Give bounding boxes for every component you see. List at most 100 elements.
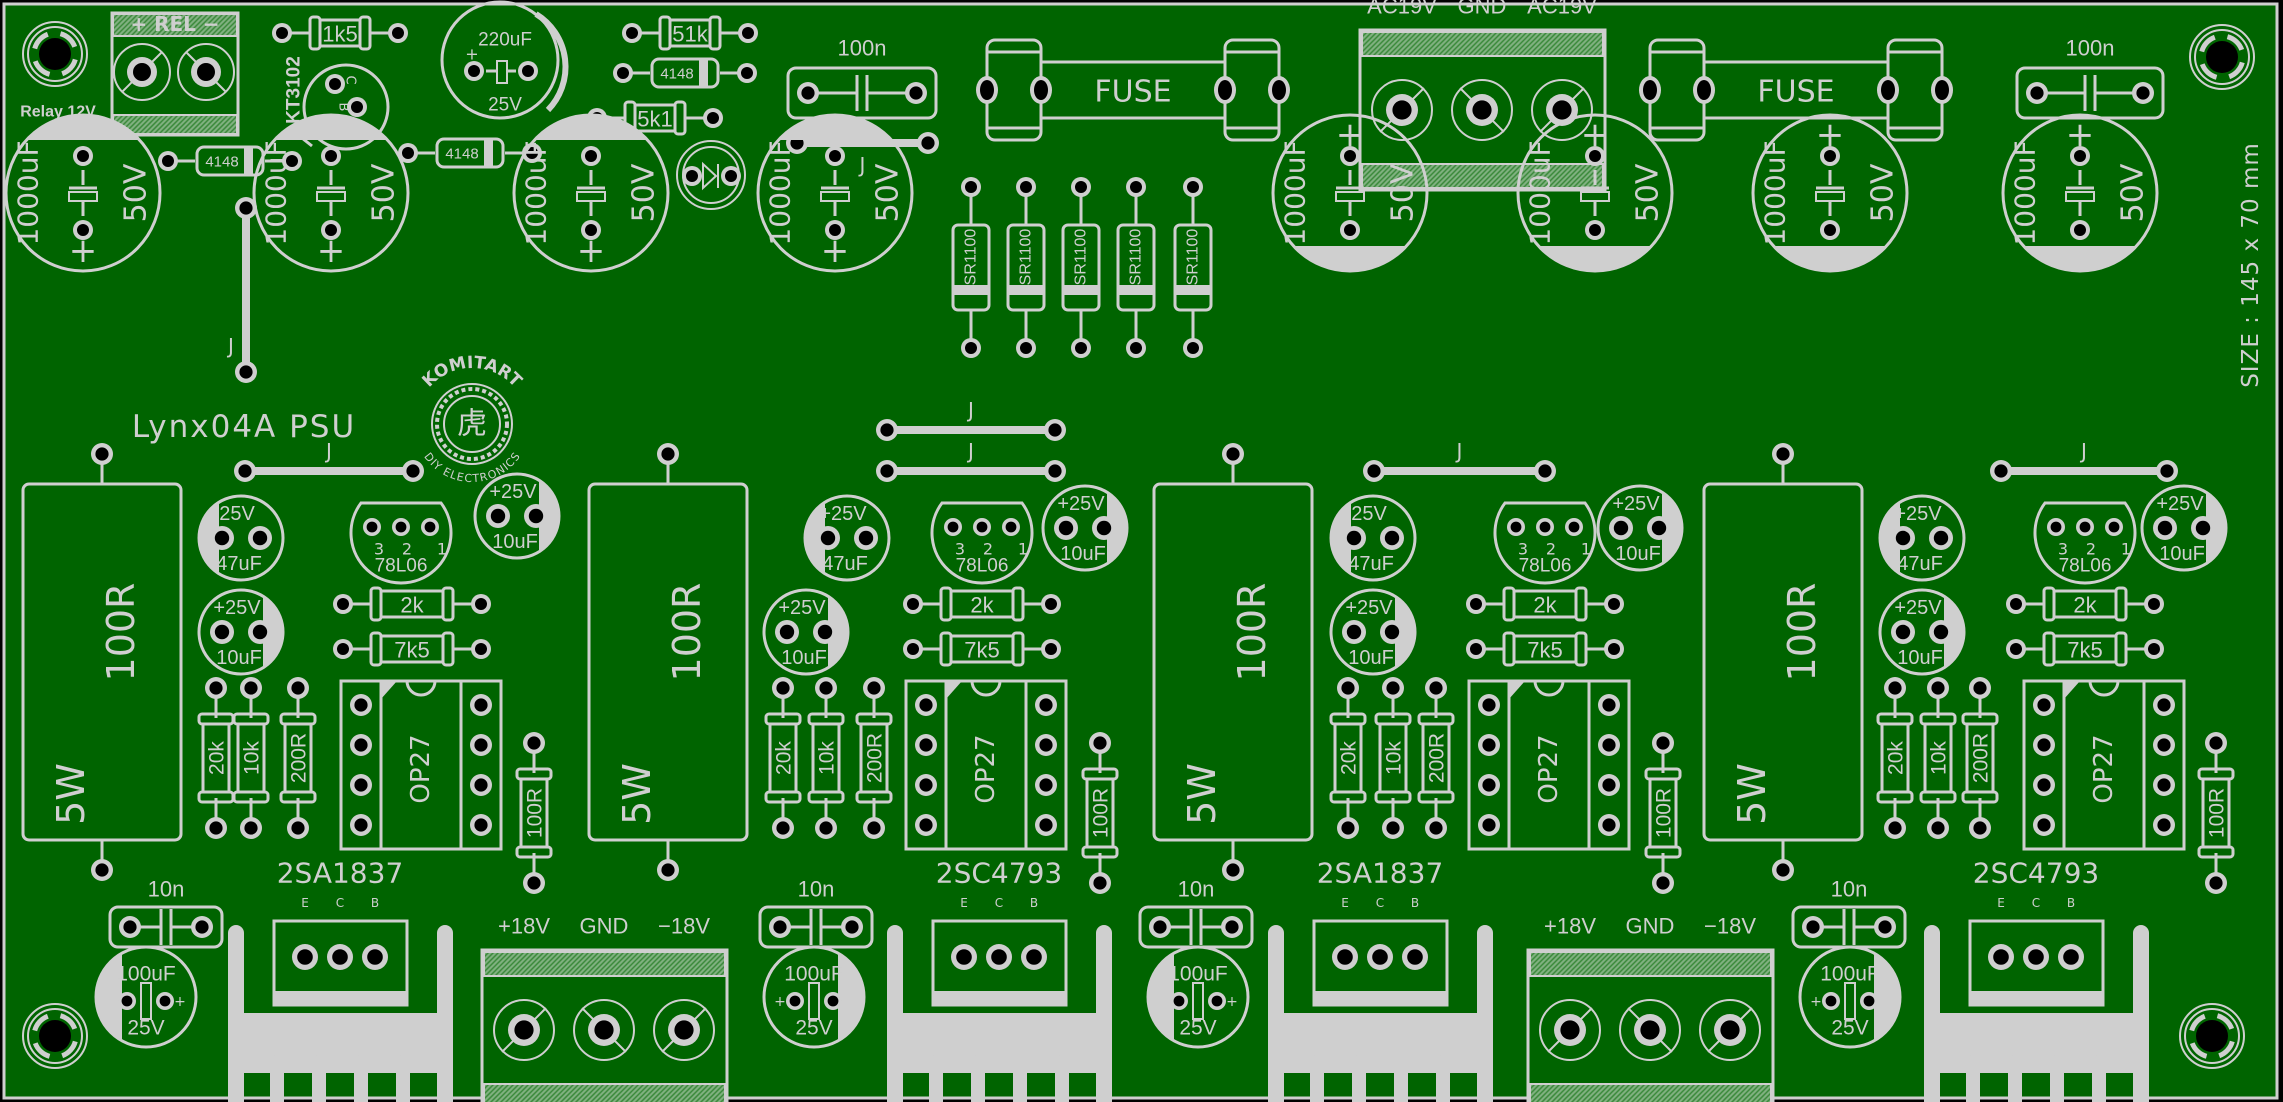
hatch-line [1610, 1083, 1631, 1102]
cap-outline [1878, 588, 1966, 676]
jumper-vertical [235, 197, 257, 383]
hatch-line [1362, 163, 1388, 189]
cap-polarity-band [1148, 953, 1174, 1041]
jumper [876, 460, 1066, 482]
hatch-line [1361, 31, 1378, 48]
resistor-body [949, 634, 1015, 664]
drill-hole [947, 521, 959, 533]
cap-pad [1929, 526, 1953, 550]
drill-hole [2030, 86, 2044, 100]
dip-pad [1478, 694, 1500, 716]
drill-hole [2157, 698, 2171, 712]
hatch-line [1402, 31, 1428, 57]
drill-hole [337, 598, 349, 610]
transistor-tab [274, 991, 407, 1005]
rectifier-band [1175, 285, 1211, 295]
dip-pad [470, 694, 492, 716]
cap-symbol [140, 982, 152, 1020]
hatch-border [483, 1083, 726, 1102]
mount-segment [2218, 1040, 2235, 1059]
capacitor-10uF [1329, 588, 1417, 676]
drill-hole [1130, 181, 1142, 193]
resistor-200r [1417, 677, 1455, 839]
hatch-line [1592, 177, 1604, 189]
hatch-line [1545, 1083, 1566, 1102]
to92-pad [944, 518, 962, 536]
drill-hole [354, 778, 368, 792]
drill-hole [991, 949, 1007, 965]
drill-hole [776, 681, 790, 695]
resistor-body [1512, 589, 1578, 619]
hatch-line [1517, 31, 1543, 57]
heatsink-fin [1394, 1055, 1408, 1102]
drill-hole [1344, 150, 1356, 162]
hatch-line [483, 1083, 500, 1100]
hatch-line [112, 13, 129, 30]
hatch-line [514, 951, 540, 977]
resistor-pad [1041, 594, 1061, 614]
hatch-line [130, 13, 154, 37]
resistor-pad [1969, 817, 1991, 839]
bulk-capacitor [1271, 113, 1429, 273]
regulator-78l06 [1493, 501, 1597, 585]
cap-pad [1802, 916, 1824, 938]
drill-hole [956, 949, 972, 965]
cap-polarity-band [1944, 596, 1964, 668]
power-res-rating: 5W [615, 763, 659, 825]
power-resistor-5w [21, 443, 183, 881]
cap-voltage: 25V [219, 503, 255, 525]
resistor-pad [2144, 594, 2164, 614]
resistor-value: 20k [1338, 741, 1361, 775]
dip-pad [2153, 694, 2175, 716]
regulator-label: 78L06 [956, 556, 1009, 577]
drill-hole [1187, 342, 1199, 354]
cap-pad [769, 916, 791, 938]
drill-hole [907, 598, 919, 610]
resistor-20k [197, 677, 235, 839]
hatch-line [579, 951, 605, 977]
resistor-body [768, 722, 798, 794]
cap-symbol [1844, 982, 1856, 1020]
hatch-line [138, 114, 159, 135]
terminal-label: GND [580, 914, 629, 939]
hatch-line [544, 1083, 565, 1102]
board-size-label: SIZE : 145 x 70 mm [2238, 142, 2264, 388]
hatch-line [1560, 1083, 1581, 1102]
transistor-tab [1314, 991, 1447, 1005]
resistor-200r [279, 677, 317, 839]
drill-hole [2063, 949, 2079, 965]
hatch-line [1625, 1083, 1646, 1102]
hatch-border [1529, 951, 1772, 977]
hatch-line [1595, 951, 1621, 977]
hatch-line [1367, 31, 1393, 57]
hatch-line [649, 1083, 670, 1102]
cap-polarity-arc [534, 11, 569, 113]
drill-hole [95, 863, 109, 877]
hatch-line [223, 120, 238, 135]
hatch-line [1690, 1083, 1711, 1102]
drill-hole [1472, 100, 1492, 120]
hatch-line [1397, 31, 1423, 57]
hatch-line [185, 13, 209, 37]
hatch-line [564, 1083, 585, 1102]
drill-hole [1602, 818, 1616, 832]
hatch-line [1740, 951, 1766, 977]
drill-hole [1993, 949, 2009, 965]
hatch-line [534, 1083, 555, 1102]
hatch-line [200, 13, 224, 37]
jumper [234, 460, 424, 482]
drill-hole [209, 821, 223, 835]
bulk-cap-pad [825, 146, 845, 166]
drill-hole [1933, 624, 1949, 640]
drill-hole [1776, 447, 1790, 461]
drill-hole [1045, 643, 1057, 655]
drill-hole [354, 818, 368, 832]
hatch-line [684, 1083, 705, 1102]
bulk-cap-pad [1340, 146, 1360, 166]
hatch-line [1462, 163, 1488, 189]
drill-hole [674, 1020, 694, 1040]
hatch-line [539, 951, 565, 977]
bulk-cap-value: 1000uF [520, 140, 553, 245]
hatch-line [1432, 31, 1458, 57]
